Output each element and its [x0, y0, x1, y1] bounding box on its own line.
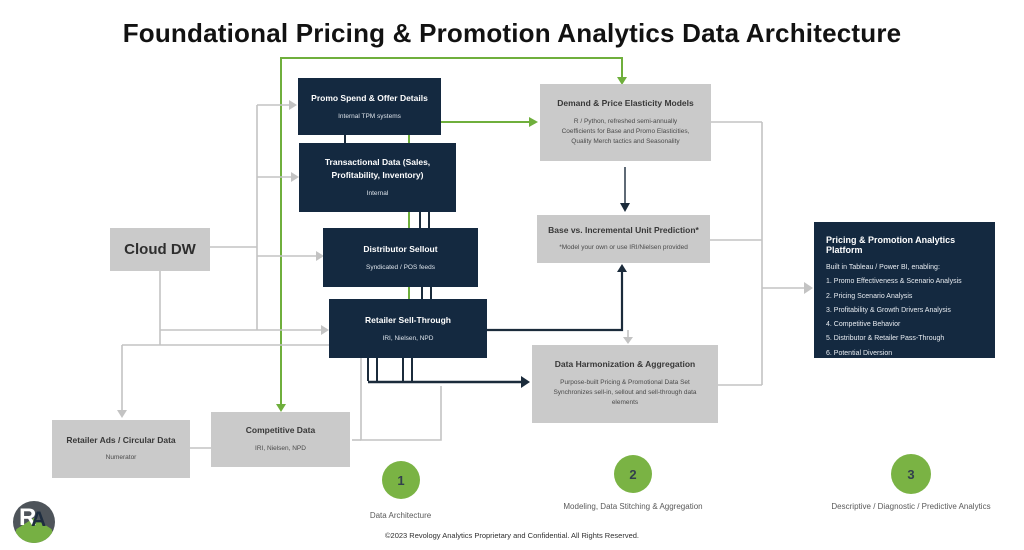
node-pricing-promotion-analytics-platform: Pricing & Promotion Analytics Platform B…: [814, 222, 995, 358]
platform-item: 5. Distributor & Retailer Pass-Through: [826, 335, 945, 343]
connector-right-merge-to-platform: [710, 121, 805, 386]
revology-analytics-logo: R A: [13, 501, 55, 543]
step-circle-3: 3: [891, 454, 931, 494]
platform-item: 3. Profitability & Growth Drivers Analys…: [826, 306, 951, 314]
platform-intro: Built in Tableau / Power BI, enabling:: [826, 264, 940, 271]
node-subtitle: IRI, Nielsen, NPD: [382, 334, 434, 342]
logo-letter-r: R: [19, 504, 37, 531]
gray-arrowhead-into-platform: [804, 282, 813, 294]
step-label-2: Modeling, Data Stitching & Aggregation: [563, 502, 703, 511]
gray-arrowhead-into-distributor: [316, 251, 324, 261]
node-line: Coefficients for Base and Promo Elastici…: [561, 127, 690, 135]
green-arrowhead-into-competitive: [276, 404, 286, 412]
node-title: Distributor Sellout: [363, 243, 438, 254]
platform-item: 6. Potential Diversion: [826, 349, 893, 357]
step-circle-2: 2: [614, 455, 652, 493]
node-title: Retailer Ads / Circular Data: [66, 434, 176, 445]
node-line: R / Python, refreshed semi-annually: [573, 117, 678, 125]
gray-arrowhead-into-harmonization-top: [623, 337, 633, 344]
step-number: 2: [629, 466, 637, 482]
dark-arrowhead-into-base-prediction: [617, 264, 627, 272]
gray-arrowhead-into-promo: [289, 100, 297, 110]
step-circle-1: 1: [382, 461, 420, 499]
step-label-3: Descriptive / Diagnostic / Predictive An…: [831, 502, 991, 511]
green-arrowhead-into-demand-models: [617, 77, 627, 85]
connector-green-frame-competitive-demand: [280, 57, 623, 404]
node-cloud-dw: Cloud DW: [110, 228, 210, 271]
node-subtitle: Internal: [366, 190, 389, 198]
platform-item: 4. Competitive Behavior: [826, 321, 901, 328]
green-arrowhead-promo-to-demand: [529, 117, 538, 127]
node-promo-spend-offer-details: Promo Spend & Offer Details Internal TPM…: [298, 78, 441, 135]
step-number: 1: [397, 472, 405, 488]
gray-arrowhead-into-retailer-ads: [117, 410, 127, 418]
node-title: Base vs. Incremental Unit Prediction*: [548, 224, 699, 235]
node-title: Competitive Data: [245, 425, 316, 436]
connector-source-stack-links: [344, 135, 432, 381]
node-retailer-ads-circular-data: Retailer Ads / Circular Data Numerator: [52, 420, 190, 478]
node-title: Promo Spend & Offer Details: [311, 92, 428, 103]
gray-arrowhead-into-retailer: [321, 325, 329, 335]
node-demand-price-elasticity-models: Demand & Price Elasticity Models R / Pyt…: [540, 84, 711, 161]
node-base-vs-incremental-prediction: Base vs. Incremental Unit Prediction* *M…: [537, 215, 710, 263]
dark-arrowhead-demand-to-base: [620, 203, 630, 212]
node-title: Demand & Price Elasticity Models: [557, 97, 694, 108]
node-retailer-sell-through: Retailer Sell-Through IRI, Nielsen, NPD: [329, 299, 487, 358]
node-title: Pricing & Promotion Analytics Platform: [826, 235, 956, 255]
connector-cloud-dw-spine: [121, 104, 442, 449]
node-title: Transactional Data (Sales, Profitability…: [324, 157, 431, 180]
platform-item: 1. Promo Effectiveness & Scenario Analys…: [826, 278, 962, 286]
dark-arrowhead-into-harmonization: [521, 376, 530, 388]
node-line: *Model your own or use IRI/Nielsen provi…: [559, 244, 688, 252]
node-title: Data Harmonization & Aggregation: [554, 359, 696, 370]
node-line: Purpose-built Pricing & Promotional Data…: [560, 379, 690, 387]
node-competitive-data: Competitive Data IRI, Nielsen, NPD: [211, 412, 350, 467]
node-data-harmonization-aggregation: Data Harmonization & Aggregation Purpose…: [532, 345, 718, 423]
node-subtitle: Internal TPM systems: [338, 112, 401, 120]
node-distributor-sellout: Distributor Sellout Syndicated / POS fee…: [323, 228, 478, 287]
node-subtitle: Numerator: [105, 454, 137, 462]
step-number: 3: [907, 466, 915, 482]
step-label-1: Data Architecture: [369, 511, 432, 520]
node-title: Retailer Sell-Through: [365, 314, 451, 325]
page-title: Foundational Pricing & Promotion Analyti…: [122, 18, 902, 48]
gray-arrowhead-into-transactional: [291, 172, 299, 182]
node-line: Synchronizes sell-in, sellout and sell-t…: [553, 389, 697, 407]
logo-letter-a: A: [31, 508, 47, 531]
node-transactional-data: Transactional Data (Sales, Profitability…: [299, 143, 456, 212]
node-line: Quality Merch tactics and Seasonality: [571, 137, 680, 145]
node-subtitle: IRI, Nielsen, NPD: [255, 444, 306, 452]
copyright-notice: ©2023 Revology Analytics Proprietary and…: [385, 531, 639, 540]
platform-item: 2. Pricing Scenario Analysis: [826, 292, 913, 300]
node-title: Cloud DW: [124, 241, 196, 258]
node-subtitle: Syndicated / POS feeds: [365, 263, 435, 271]
connector-retailer-to-base-prediction: [487, 271, 624, 332]
